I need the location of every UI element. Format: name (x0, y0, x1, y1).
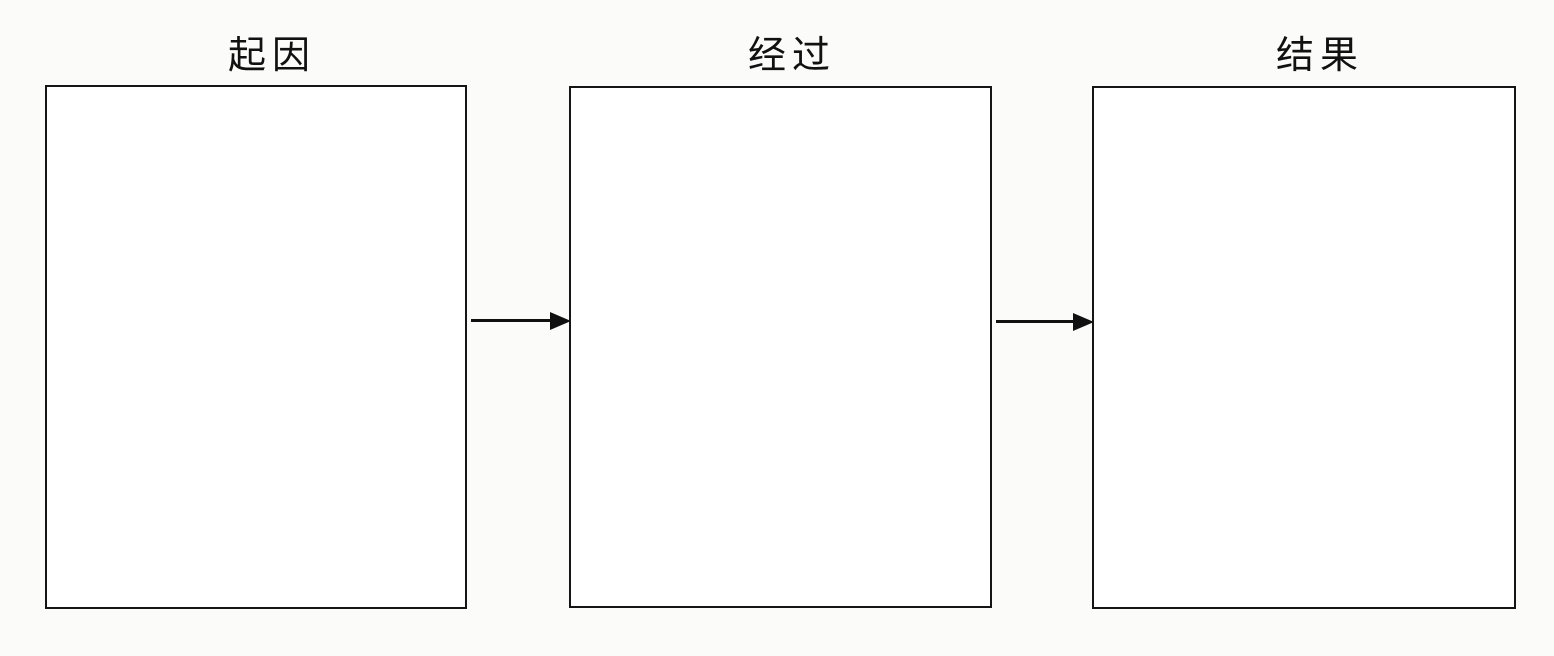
arrow-head (550, 312, 571, 330)
node-label-process: 经过 (748, 33, 837, 77)
arrow-right-icon-cause-to-process (471, 311, 571, 331)
node-box-result[interactable] (1092, 86, 1516, 609)
arrow-right-icon-process-to-result (996, 312, 1094, 332)
arrow-head (1073, 313, 1094, 331)
node-box-process[interactable] (569, 86, 992, 608)
arrow-shaft (471, 319, 551, 322)
node-label-cause: 起因 (228, 33, 317, 77)
node-box-cause[interactable] (45, 85, 467, 609)
node-label-result: 结果 (1276, 33, 1365, 77)
arrow-shaft (996, 320, 1074, 323)
